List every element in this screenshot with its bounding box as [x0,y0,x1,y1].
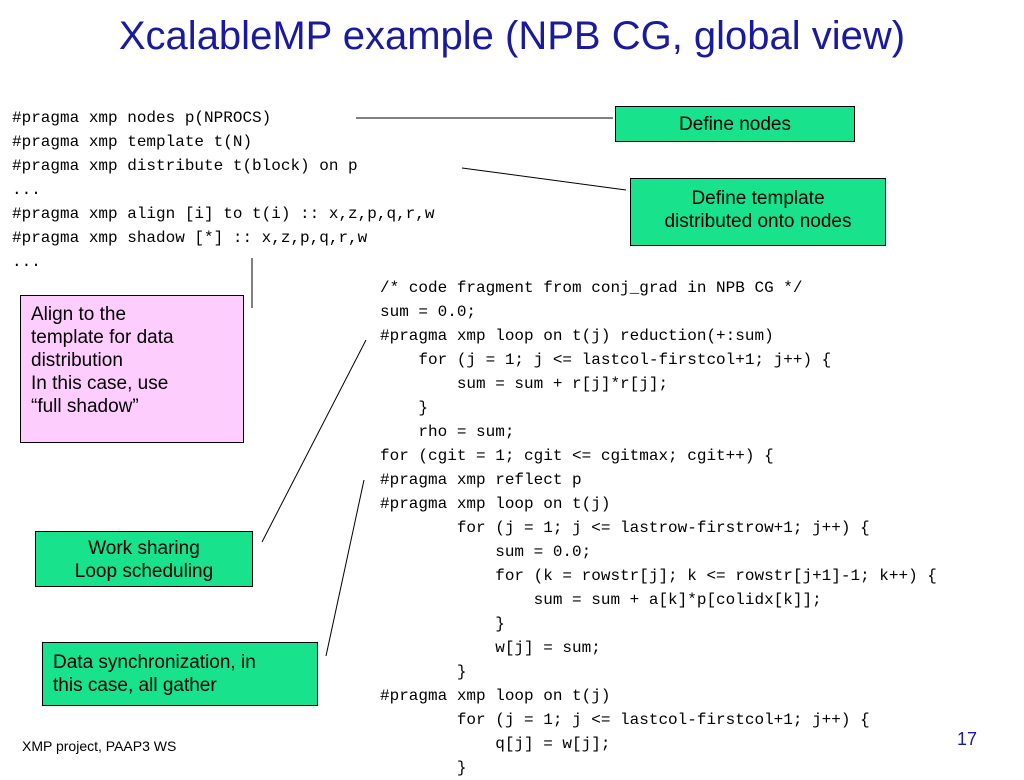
connector-data-sync [325,479,365,657]
callout-text: template for data [31,327,174,348]
code-line: ... [12,253,41,271]
code-line: rho = sum; [380,423,515,441]
code-line: for (k = rowstr[j]; k <= rowstr[j+1]-1; … [380,567,937,585]
code-line: sum = 0.0; [380,303,477,321]
footer-text: XMP project, PAAP3 WS [22,738,177,754]
code-line: #pragma xmp shadow [*] :: x,z,p,q,r,w [12,229,368,247]
page-number: 17 [957,729,978,749]
callout-text: this case, all gather [53,675,217,696]
code-line: #pragma xmp nodes p(NPROCS) [12,109,272,127]
callout-data-sync: Data synchronization, in this case, all … [42,642,318,706]
callout-define-template: Define template distributed onto nodes [630,178,886,246]
callout-text: “full shadow” [31,396,139,417]
code-line: sum = 0.0; [380,543,592,561]
code-line: } [380,615,505,633]
connector-define-template [461,167,627,191]
code-block-conj-grad: /* code fragment from conj_grad in NPB C… [380,276,1024,780]
code-line: #pragma xmp template t(N) [12,133,253,151]
code-line: for (j = 1; j <= lastcol-firstcol+1; j++… [380,351,832,369]
code-line: ... [12,181,41,199]
code-line: } [380,663,467,681]
code-line: for (j = 1; j <= lastrow-firstrow+1; j++… [380,519,870,537]
code-line: sum = sum + r[j]*r[j]; [380,375,669,393]
callout-text: distribution [31,350,123,371]
code-line: q[j] = w[j]; [380,735,611,753]
slide-title: XcalableMP example (NPB CG, global view) [118,14,906,58]
callout-text: Define template [691,188,825,209]
callout-align-shadow: Align to the template for data distribut… [20,295,244,443]
code-line: } [380,399,429,417]
callout-text: Align to the [31,304,127,325]
callout-define-nodes: Define nodes [615,106,855,142]
code-line: #pragma xmp loop on t(j) [380,495,611,513]
connector-work-sharing [261,339,367,543]
code-line: #pragma xmp loop on t(j) reduction(+:sum… [380,327,774,345]
code-line: for (j = 1; j <= lastcol-firstcol+1; j++… [380,711,870,729]
callout-text: In this case, use [31,373,169,394]
code-line: #pragma xmp reflect p [380,471,582,489]
code-line: for (cgit = 1; cgit <= cgitmax; cgit++) … [380,447,774,465]
code-block-directives: #pragma xmp nodes p(NPROCS) #pragma xmp t… [12,106,434,274]
callout-text: distributed onto nodes [664,211,852,232]
code-line: #pragma xmp distribute t(block) on p [12,157,358,175]
callout-text: Work sharing [88,538,200,559]
code-line: sum = sum + a[k]*p[colidx[k]]; [380,591,822,609]
code-line: w[j] = sum; [380,639,601,657]
code-line: #pragma xmp loop on t(j) [380,687,611,705]
callout-work-sharing: Work sharing Loop scheduling [35,531,253,587]
callout-text: Define nodes [679,114,791,135]
callout-text: Loop scheduling [74,561,214,582]
code-line: #pragma xmp align [i] to t(i) :: x,z,p,q… [12,205,435,223]
code-line: /* code fragment from conj_grad in NPB C… [380,279,803,297]
callout-text: Data synchronization, in [53,652,256,673]
